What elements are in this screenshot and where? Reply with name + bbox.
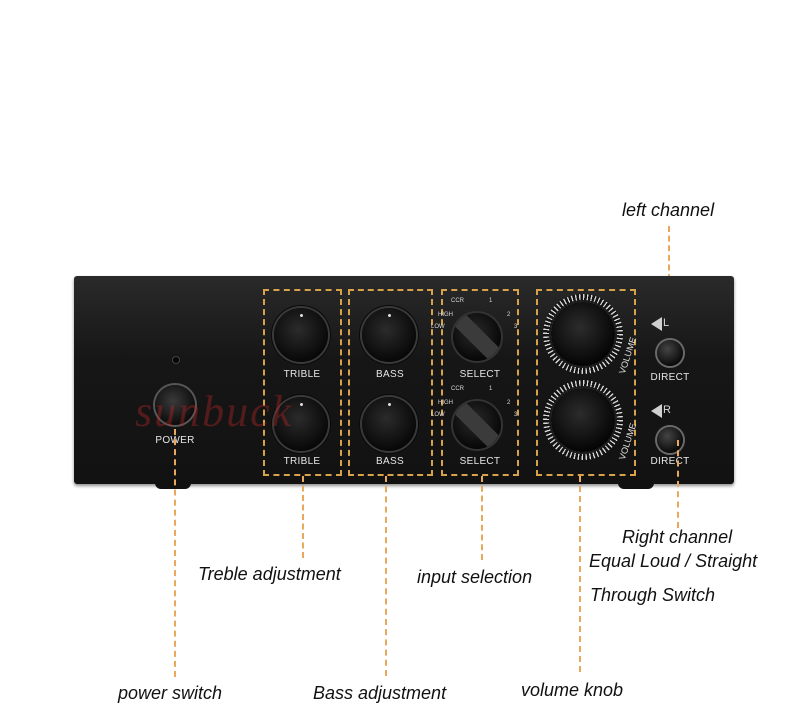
select-tick-2-bottom: 2 (507, 400, 511, 406)
select-tick-low-bottom: LOW (431, 412, 445, 418)
callout-line-power (174, 429, 176, 677)
callout-line-volume (579, 476, 581, 672)
select-tick-high-top: HIGH (438, 312, 453, 318)
bass-highlight-box (348, 289, 433, 476)
direct-button-left[interactable] (657, 340, 683, 366)
bass-knob-top[interactable] (362, 308, 416, 362)
device-front-panel (74, 276, 734, 484)
direct-label-right: DIRECT (650, 456, 690, 467)
treble-label-top: TRIBLE (283, 369, 321, 380)
callout-treble: Treble adjustment (198, 564, 341, 584)
right-channel-letter: R (663, 404, 671, 416)
select-tick-3-top: 3 (514, 324, 518, 330)
watermark-logo: sunbuck (135, 387, 294, 436)
select-tick-low-top: LOW (431, 324, 445, 330)
treble-highlight-box (263, 289, 342, 476)
select-tick-ccr-bottom: CCR (451, 386, 464, 392)
select-label-top: SELECT (459, 369, 501, 380)
select-tick-2-top: 2 (507, 312, 511, 318)
callout-right-channel: Right channel (622, 527, 733, 547)
treble-knob-top[interactable] (274, 308, 328, 362)
treble-knob-bottom[interactable] (274, 397, 328, 451)
select-tick-high-bottom: HIGH (438, 400, 453, 406)
select-tick-1-top: 1 (489, 298, 493, 304)
power-led-icon (173, 357, 179, 363)
select-knob-bottom[interactable] (453, 401, 501, 449)
callout-line-treble (302, 476, 304, 558)
select-tick-3-bottom: 3 (514, 412, 518, 418)
callout-bass: Bass adjustment (313, 683, 447, 703)
left-channel-letter: L (663, 317, 670, 329)
bass-knob-bottom[interactable] (362, 397, 416, 451)
select-highlight-box (441, 289, 519, 476)
volume-highlight-box (536, 289, 636, 476)
callout-input-selection: input selection (417, 567, 533, 587)
direct-button-right[interactable] (657, 427, 683, 453)
left-channel-arrow-icon (651, 317, 662, 331)
right-channel-arrow-icon (651, 404, 662, 418)
direct-label-left: DIRECT (650, 372, 690, 383)
select-tick-1-bottom: 1 (489, 386, 493, 392)
volume-knob-left[interactable] (543, 294, 623, 374)
callout-volume-knob: volume knob (521, 680, 624, 700)
select-label-bottom: SELECT (459, 456, 501, 467)
select-knob-top[interactable] (453, 313, 501, 361)
callout-line-select (481, 476, 483, 560)
callout-equal-loud: Equal Loud / Straight (589, 551, 758, 571)
bass-label-bottom: BASS (376, 456, 404, 467)
volume-knob-right[interactable] (543, 380, 623, 460)
select-tick-ccr-top: CCR (451, 298, 464, 304)
callout-line-right-channel (677, 440, 679, 528)
callout-left-channel: left channel (622, 200, 715, 220)
bass-label-top: BASS (376, 369, 404, 380)
callout-line-bass (385, 476, 387, 676)
device-foot-left (155, 481, 191, 489)
treble-label-bottom: TRIBLE (283, 456, 321, 467)
device-foot-right (618, 481, 654, 489)
callout-power-switch: power switch (118, 683, 223, 703)
power-button[interactable] (155, 385, 195, 425)
callout-through-switch: Through Switch (590, 585, 716, 605)
